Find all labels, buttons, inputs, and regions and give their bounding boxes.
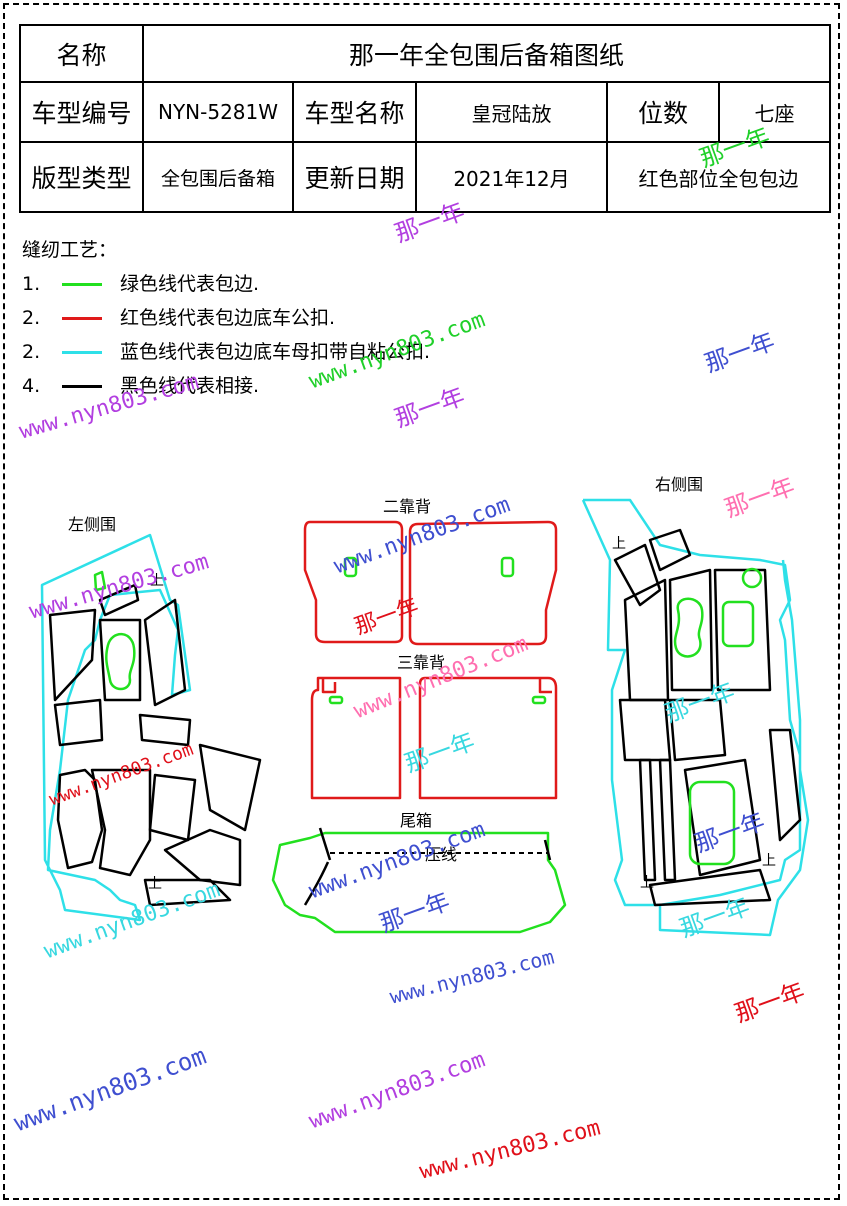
right-panel-outline [581,499,658,907]
legend-number: 2. [22,341,41,363]
right-strip [658,758,677,882]
left-piece [143,878,232,907]
label-name: 名称 [19,24,144,83]
legend-item: 2. 蓝色线代表包边底车母扣带自粘公扣. [22,335,430,369]
seat3-right-panel [418,676,558,800]
trunk-seam [303,861,330,906]
right-cutout [721,600,755,648]
drawing-title: 那一年全包围后备箱图纸 [141,24,832,83]
third-row-seatback: 三靠背 [310,653,558,800]
seat3-notch [538,678,552,694]
seat3-left-panel [310,676,402,800]
seats-value: 七座 [717,81,832,143]
seat2-clip [343,556,358,578]
legend-text: 蓝色线代表包边底车母扣带自粘公扣. [120,341,431,363]
left-piece [48,608,97,702]
model-code: NYN-5281W [142,81,294,143]
pattern-type: 全包围后备箱 [142,141,294,213]
left-handle-cutout [105,632,136,691]
label-pattern-type: 版型类型 [19,141,144,213]
legend-text: 黑色线代表相接. [120,375,260,397]
info-row-type: 版型类型 全包围后备箱 更新日期 2021年12月 红色部位全包包边 [19,141,832,213]
right-panel-label: 右侧围 [655,475,703,494]
seat3-label: 三靠背 [397,653,445,672]
info-row-model: 车型编号 NYN-5281W 车型名称 皇冠陆放 位数 七座 [19,81,832,143]
trunk-floor: 尾箱 压线 [271,811,567,934]
left-piece [138,713,192,747]
seat2-label: 二靠背 [383,497,431,516]
note-red-parts: 红色部位全包包边 [605,141,832,213]
legend-item: 4. 黑色线代表相接. [22,369,430,403]
left-piece [198,743,262,832]
left-piece [98,618,142,702]
page-frame [3,3,840,1200]
right-cutout [688,780,736,866]
seat2-right-panel [408,520,558,646]
right-piece [648,868,772,907]
trunk-seam [318,827,332,861]
right-strip [638,758,657,882]
up-mark: 上 [148,876,162,892]
legend-title: 缝纫工艺： [22,239,118,261]
seat3-clip [328,695,344,705]
right-piece [648,528,692,572]
info-table: 名称 那一年全包围后备箱图纸 车型编号 NYN-5281W 车型名称 皇冠陆放 … [19,24,832,213]
right-handle-cutout [673,597,704,658]
legend-number: 4. [22,375,41,397]
seat2-left-panel [303,520,404,644]
left-piece [90,768,152,877]
trunk-label: 尾箱 [400,811,432,830]
up-mark: 上 [640,875,654,891]
up-mark: 上 [150,573,164,589]
seat3-clip [531,695,547,705]
red-line-swatch [62,316,102,320]
press-line-label: 压线 [425,845,457,864]
up-mark: 上 [762,853,776,869]
sewing-legend: 缝纫工艺： 1. 绿色线代表包边. 2. 红色线代表包边底车公扣. 2. 蓝色线… [22,233,430,403]
model-name: 皇冠陆放 [415,81,608,143]
right-side-panel: 右侧围 上 上 上 [581,475,810,937]
left-piece [53,698,104,747]
info-row-name: 名称 那一年全包围后备箱图纸 [19,24,832,83]
left-clip [93,570,107,592]
right-panel-outline [583,498,810,937]
trunk-outline [271,831,567,934]
seat2-clip [500,556,515,578]
second-row-seatback: 二靠背 [303,497,558,646]
label-update-date: 更新日期 [292,141,417,213]
black-line-swatch [62,384,102,388]
right-piece [623,578,670,702]
legend-text: 绿色线代表包边. [120,273,260,295]
right-round-cutout [741,567,763,589]
right-piece [768,728,802,842]
trunk-seam [543,839,552,861]
cyan-line-swatch [62,350,102,354]
left-piece [163,828,242,887]
legend-number: 2. [22,307,41,329]
label-seats: 位数 [606,81,720,143]
left-piece [143,598,187,707]
seat3-notch [321,678,337,694]
legend-item: 1. 绿色线代表包边. [22,267,430,301]
green-line-swatch [62,282,102,286]
left-piece [98,583,140,617]
left-piece [148,773,197,842]
left-piece [56,768,104,870]
right-piece [668,568,714,692]
up-mark: 上 [612,536,626,552]
label-model-code: 车型编号 [19,81,144,143]
right-piece [618,698,672,762]
left-side-panel: 左侧围 上 上 [40,515,262,922]
right-piece [613,543,662,607]
left-panel-label: 左侧围 [68,515,116,534]
legend-number: 1. [22,273,41,295]
legend-text: 红色线代表包边底车公扣. [120,307,336,329]
right-piece [683,758,762,877]
update-date: 2021年12月 [415,141,608,213]
legend-item: 2. 红色线代表包边底车公扣. [22,301,430,335]
label-model-name: 车型名称 [292,81,417,143]
right-piece [668,698,727,762]
